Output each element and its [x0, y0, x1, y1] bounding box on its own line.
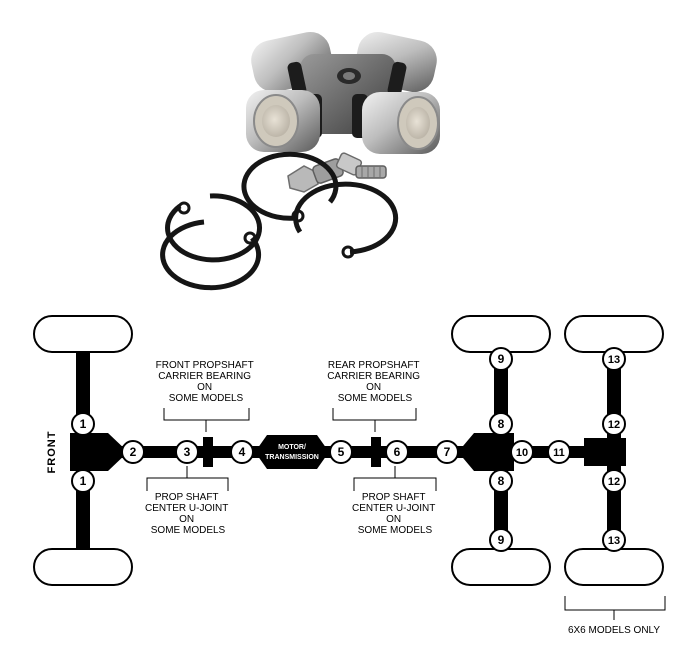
joint-marker-circle: [602, 412, 626, 436]
ujoint-kit-photo: [160, 31, 440, 291]
joint-marker-circle: [602, 469, 626, 493]
joint-marker-label: 2: [130, 445, 137, 459]
joint-marker-label: 13: [608, 535, 620, 547]
joint-marker-circle: [489, 347, 513, 371]
joint-marker-circle: [385, 440, 409, 464]
joint-marker-circle: [329, 440, 353, 464]
joint-marker-circle: [230, 440, 254, 464]
snap-ring-icon: [160, 151, 399, 291]
joint-marker-label: 10: [516, 447, 528, 459]
ujoint-cross-icon: [246, 31, 440, 154]
joint-marker-label: 1: [80, 474, 87, 488]
models-6x6-label: 6X6 MODELS ONLY: [568, 625, 660, 636]
rear-right-wheel: [564, 548, 664, 586]
joint-marker-circle: [71, 469, 95, 493]
rear-ujoint-callout: PROP SHAFT CENTER U-JOINT ON SOME MODELS: [352, 492, 438, 536]
joint-marker-label: 12: [608, 476, 620, 488]
joint-marker-label: 6: [394, 445, 401, 459]
mid-differential: [458, 433, 514, 471]
front-ujoint-bracket: [146, 477, 229, 491]
rear-left-wheel: [564, 315, 664, 353]
front-bearing-bracket: [163, 408, 250, 421]
joint-marker-circle: [175, 440, 199, 464]
joint-marker-circle: [435, 440, 459, 464]
mid-right-wheel: [451, 548, 551, 586]
motor-transmission: [255, 435, 329, 469]
joint-marker-label: 4: [239, 445, 246, 459]
joint-marker-label: 8: [498, 474, 505, 488]
rear-ujoint-bracket: [353, 477, 437, 491]
motor-label: MOTOR/: [278, 444, 306, 451]
joint-marker-label: 1: [80, 417, 87, 431]
rear-carrier-bearing: [371, 437, 381, 467]
joint-marker-circle: [602, 347, 626, 371]
rear-bearing-callout: REAR PROPSHAFT CARRIER BEARING ON SOME M…: [327, 360, 423, 404]
joint-marker-label: 3: [184, 445, 191, 459]
joint-marker-label: 8: [498, 417, 505, 431]
joint-marker-circle: [489, 412, 513, 436]
joint-marker-label: 13: [608, 354, 620, 366]
front-differential: [70, 433, 128, 471]
joint-marker-circle: [489, 528, 513, 552]
front-bearing-callout: FRONT PROPSHAFT CARRIER BEARING ON SOME …: [156, 360, 257, 404]
rear-bearing-bracket: [332, 408, 417, 421]
mid-left-wheel: [451, 315, 551, 353]
front-label: FRONT: [46, 431, 58, 474]
models-6x6-bracket: [564, 596, 666, 611]
front-right-wheel: [33, 548, 133, 586]
front-ujoint-callout: PROP SHAFT CENTER U-JOINT ON SOME MODELS: [145, 492, 231, 536]
front-left-wheel: [33, 315, 133, 353]
front-carrier-bearing: [203, 437, 213, 467]
joint-marker-circle: [489, 469, 513, 493]
joint-marker-circle: [602, 528, 626, 552]
joint-marker-circle: [121, 440, 145, 464]
joint-marker-circle: [547, 440, 571, 464]
joint-marker-label: 9: [498, 352, 505, 366]
joint-marker-label: 7: [444, 445, 451, 459]
joint-marker-circle: [510, 440, 534, 464]
joint-marker-label: 9: [498, 533, 505, 547]
rear-differential: [584, 438, 626, 466]
joint-marker-label: 11: [553, 447, 565, 459]
joint-marker-label: 12: [608, 419, 620, 431]
transmission-label: TRANSMISSION: [265, 454, 319, 461]
joint-marker-label: 5: [338, 445, 345, 459]
joint-marker-circle: [71, 412, 95, 436]
